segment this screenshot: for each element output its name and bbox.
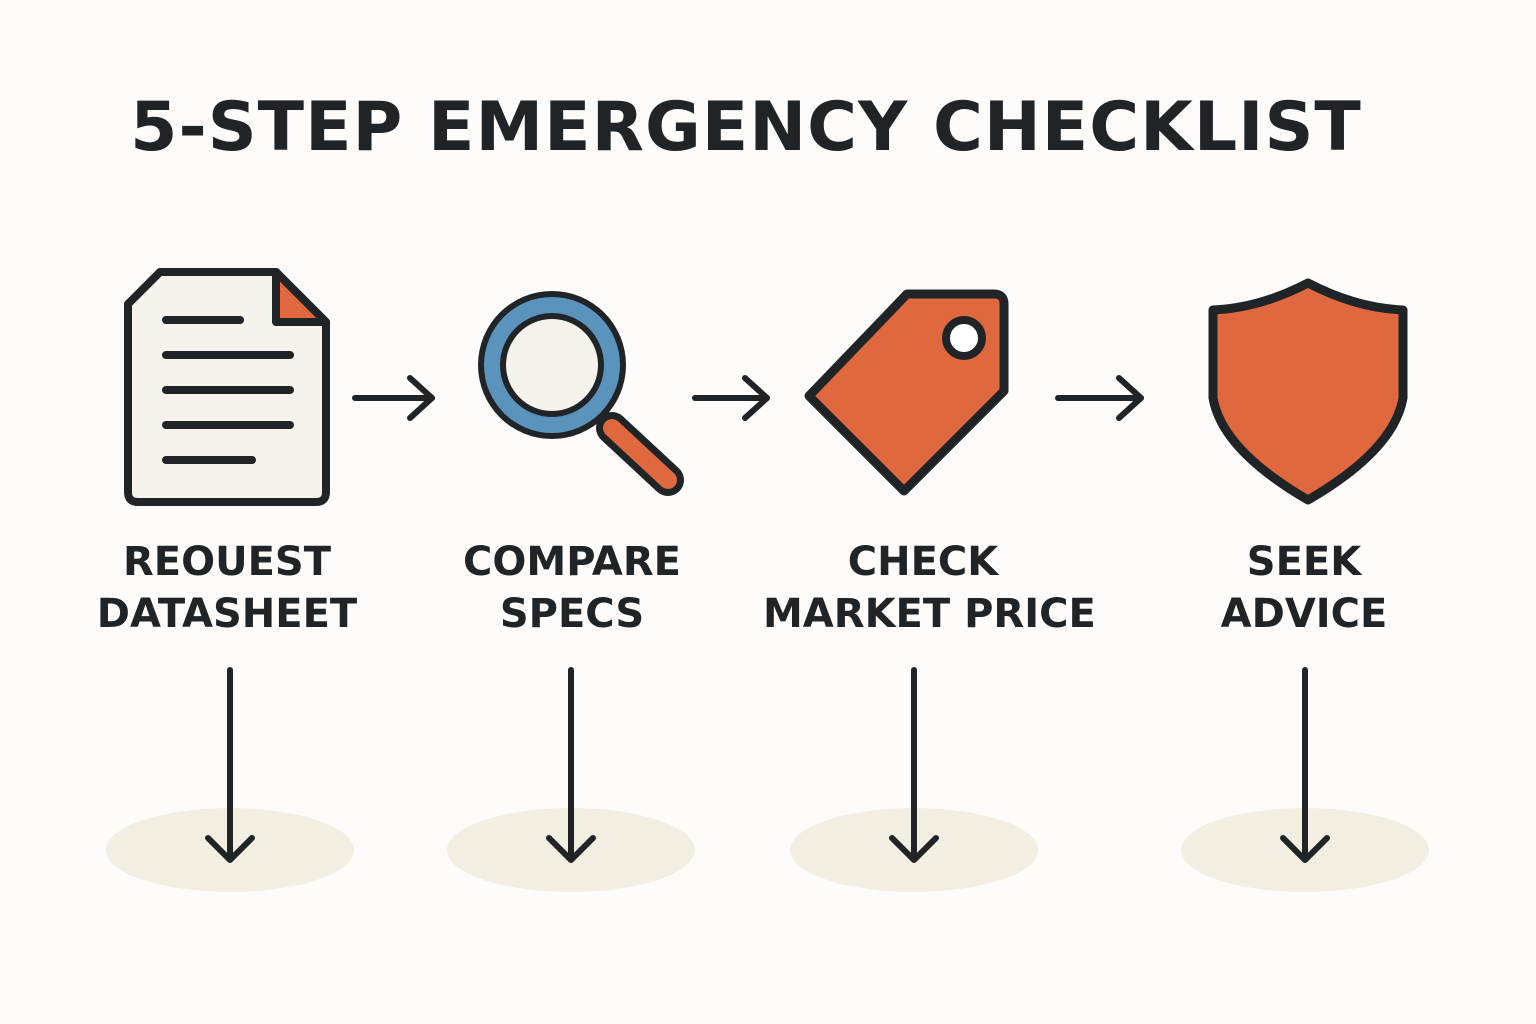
step-label-line: COMPARE (463, 539, 681, 585)
step-label-line: ADVICE (1220, 591, 1388, 637)
step-label-line: DATASHEET (96, 591, 358, 637)
flow-arrow-right (692, 375, 770, 421)
price-tag-icon (804, 289, 1009, 496)
flow-arrow-down (546, 667, 596, 863)
flow-arrow-down (205, 667, 255, 863)
step-label-line: SEEK (1246, 539, 1362, 585)
flow-arrow-down (889, 667, 939, 863)
step-label-request-datasheet: REOUEST DATASHEET (67, 536, 387, 640)
flow-arrow-right (1055, 375, 1144, 421)
page-title: 5-STEP EMERGENCY CHECKLIST (130, 88, 1362, 167)
step-label-line: CHECK (847, 539, 999, 585)
step-label-line: MARKET PRICE (763, 591, 1096, 637)
step-label-line: SPECS (499, 591, 645, 637)
flow-arrow-down (1280, 667, 1330, 863)
flow-arrow-right (352, 375, 435, 421)
step-label-seek-advice: SEEK ADVICE (1144, 536, 1464, 640)
shield-icon (1208, 278, 1408, 505)
step-label-compare-specs: COMPARE SPECS (412, 536, 732, 640)
step-label-line: REOUEST (122, 539, 332, 585)
step-label-check-market-price: CHECK MARKET PRICE (763, 536, 1096, 640)
document-icon (124, 268, 330, 506)
magnifying-glass-icon (478, 291, 684, 496)
